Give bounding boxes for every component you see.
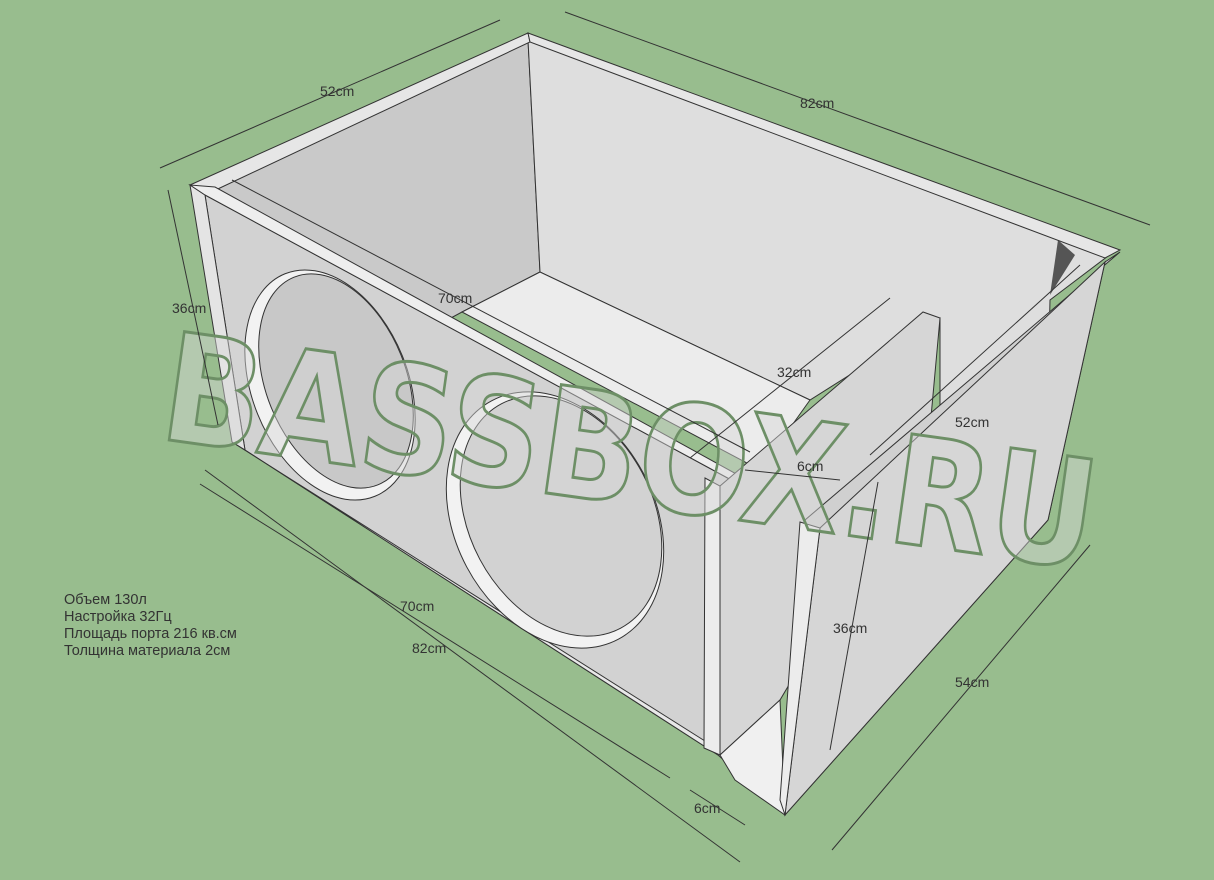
top-rim-back bbox=[527, 32, 1122, 259]
dim-front-outer-length: 82cm bbox=[412, 640, 446, 656]
spec-material: Толщина материала 2см bbox=[64, 643, 231, 659]
speaker-hole-2 bbox=[445, 391, 665, 649]
dim-right-depth: 52cm bbox=[955, 414, 989, 430]
speaker-hole-1 bbox=[244, 269, 416, 501]
dim-left-height: 36cm bbox=[172, 300, 206, 316]
dimension-lines bbox=[159, 11, 1151, 863]
dim-inner-length-top: 70cm bbox=[438, 290, 472, 306]
dim-port-width-top: 6cm bbox=[797, 458, 823, 474]
dim-right-height: 36cm bbox=[833, 620, 867, 636]
spec-port-area: Площадь порта 216 кв.см bbox=[64, 626, 237, 642]
box-specs: Объем 130л Настройка 32Гц Площадь порта … bbox=[64, 592, 237, 660]
dim-port-depth: 32cm bbox=[777, 364, 811, 380]
dim-front-inner-length: 70cm bbox=[400, 598, 434, 614]
dim-top-depth: 52cm bbox=[320, 83, 354, 99]
dim-side-depth: 54cm bbox=[955, 674, 989, 690]
port-dark-gap bbox=[1050, 240, 1075, 295]
spec-tuning: Настройка 32Гц bbox=[64, 609, 172, 625]
dim-top-length: 82cm bbox=[800, 95, 834, 111]
right-wall-edge bbox=[779, 521, 821, 816]
spec-volume: Объем 130л bbox=[64, 592, 147, 608]
dim-port-width-bottom: 6cm bbox=[694, 800, 720, 816]
